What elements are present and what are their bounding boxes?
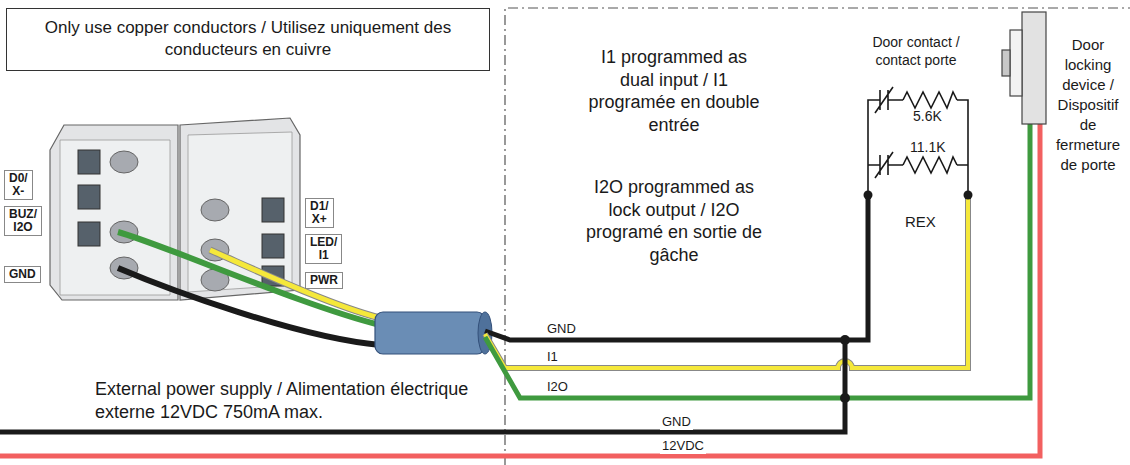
device-label: REX xyxy=(905,213,936,232)
door-lock-device xyxy=(1002,12,1046,124)
wire-label: I1 xyxy=(545,349,560,365)
terminal-block xyxy=(50,125,178,300)
power-note: External power supply / Alimentation éle… xyxy=(95,378,503,423)
note-box: Only use copper conductors / Utilisez un… xyxy=(6,8,490,71)
pin-label: D0/ X- xyxy=(4,170,33,200)
pin-label: LED/ I1 xyxy=(305,234,342,264)
i1-wire xyxy=(485,195,968,368)
pin-label: GND xyxy=(4,266,41,283)
pin-label: D1/ X+ xyxy=(305,198,334,228)
door-contact-network xyxy=(868,87,968,195)
green-wire xyxy=(118,232,380,325)
wire-label: 12VDC xyxy=(660,438,706,454)
yellow-wire xyxy=(210,250,380,318)
note-text: Only use copper conductors / Utilisez un… xyxy=(15,17,481,61)
pin-label: BUZ/ I2O xyxy=(4,206,42,236)
resistor-value: 11.1K xyxy=(910,139,946,157)
device-label: Door contact / contact porte xyxy=(862,34,970,69)
cable-jacket xyxy=(375,312,492,354)
pin-label: PWR xyxy=(305,272,343,289)
junction-dot xyxy=(840,393,850,403)
resistor-value: 5.6K xyxy=(913,108,942,126)
terminal-block xyxy=(180,118,300,300)
i2o-wire xyxy=(485,124,1030,398)
device-label: Door locking device / Dispositif de ferm… xyxy=(1050,35,1126,175)
junction-dot xyxy=(840,335,850,345)
wire-label: GND xyxy=(660,414,693,430)
external-gnd-wire xyxy=(0,340,845,432)
programming-note: I2O programmed as lock output / I2O prog… xyxy=(580,176,768,266)
wire-label: GND xyxy=(545,321,578,337)
12vdc-wire xyxy=(0,124,1040,456)
yellow-wire-edge xyxy=(210,250,380,318)
wire-label: I2O xyxy=(545,379,570,395)
i1-wire-edge xyxy=(485,195,968,368)
terminal-dot xyxy=(964,191,973,200)
terminal-dot xyxy=(864,191,873,200)
programming-note: I1 programmed as dual input / I1 program… xyxy=(588,46,760,136)
